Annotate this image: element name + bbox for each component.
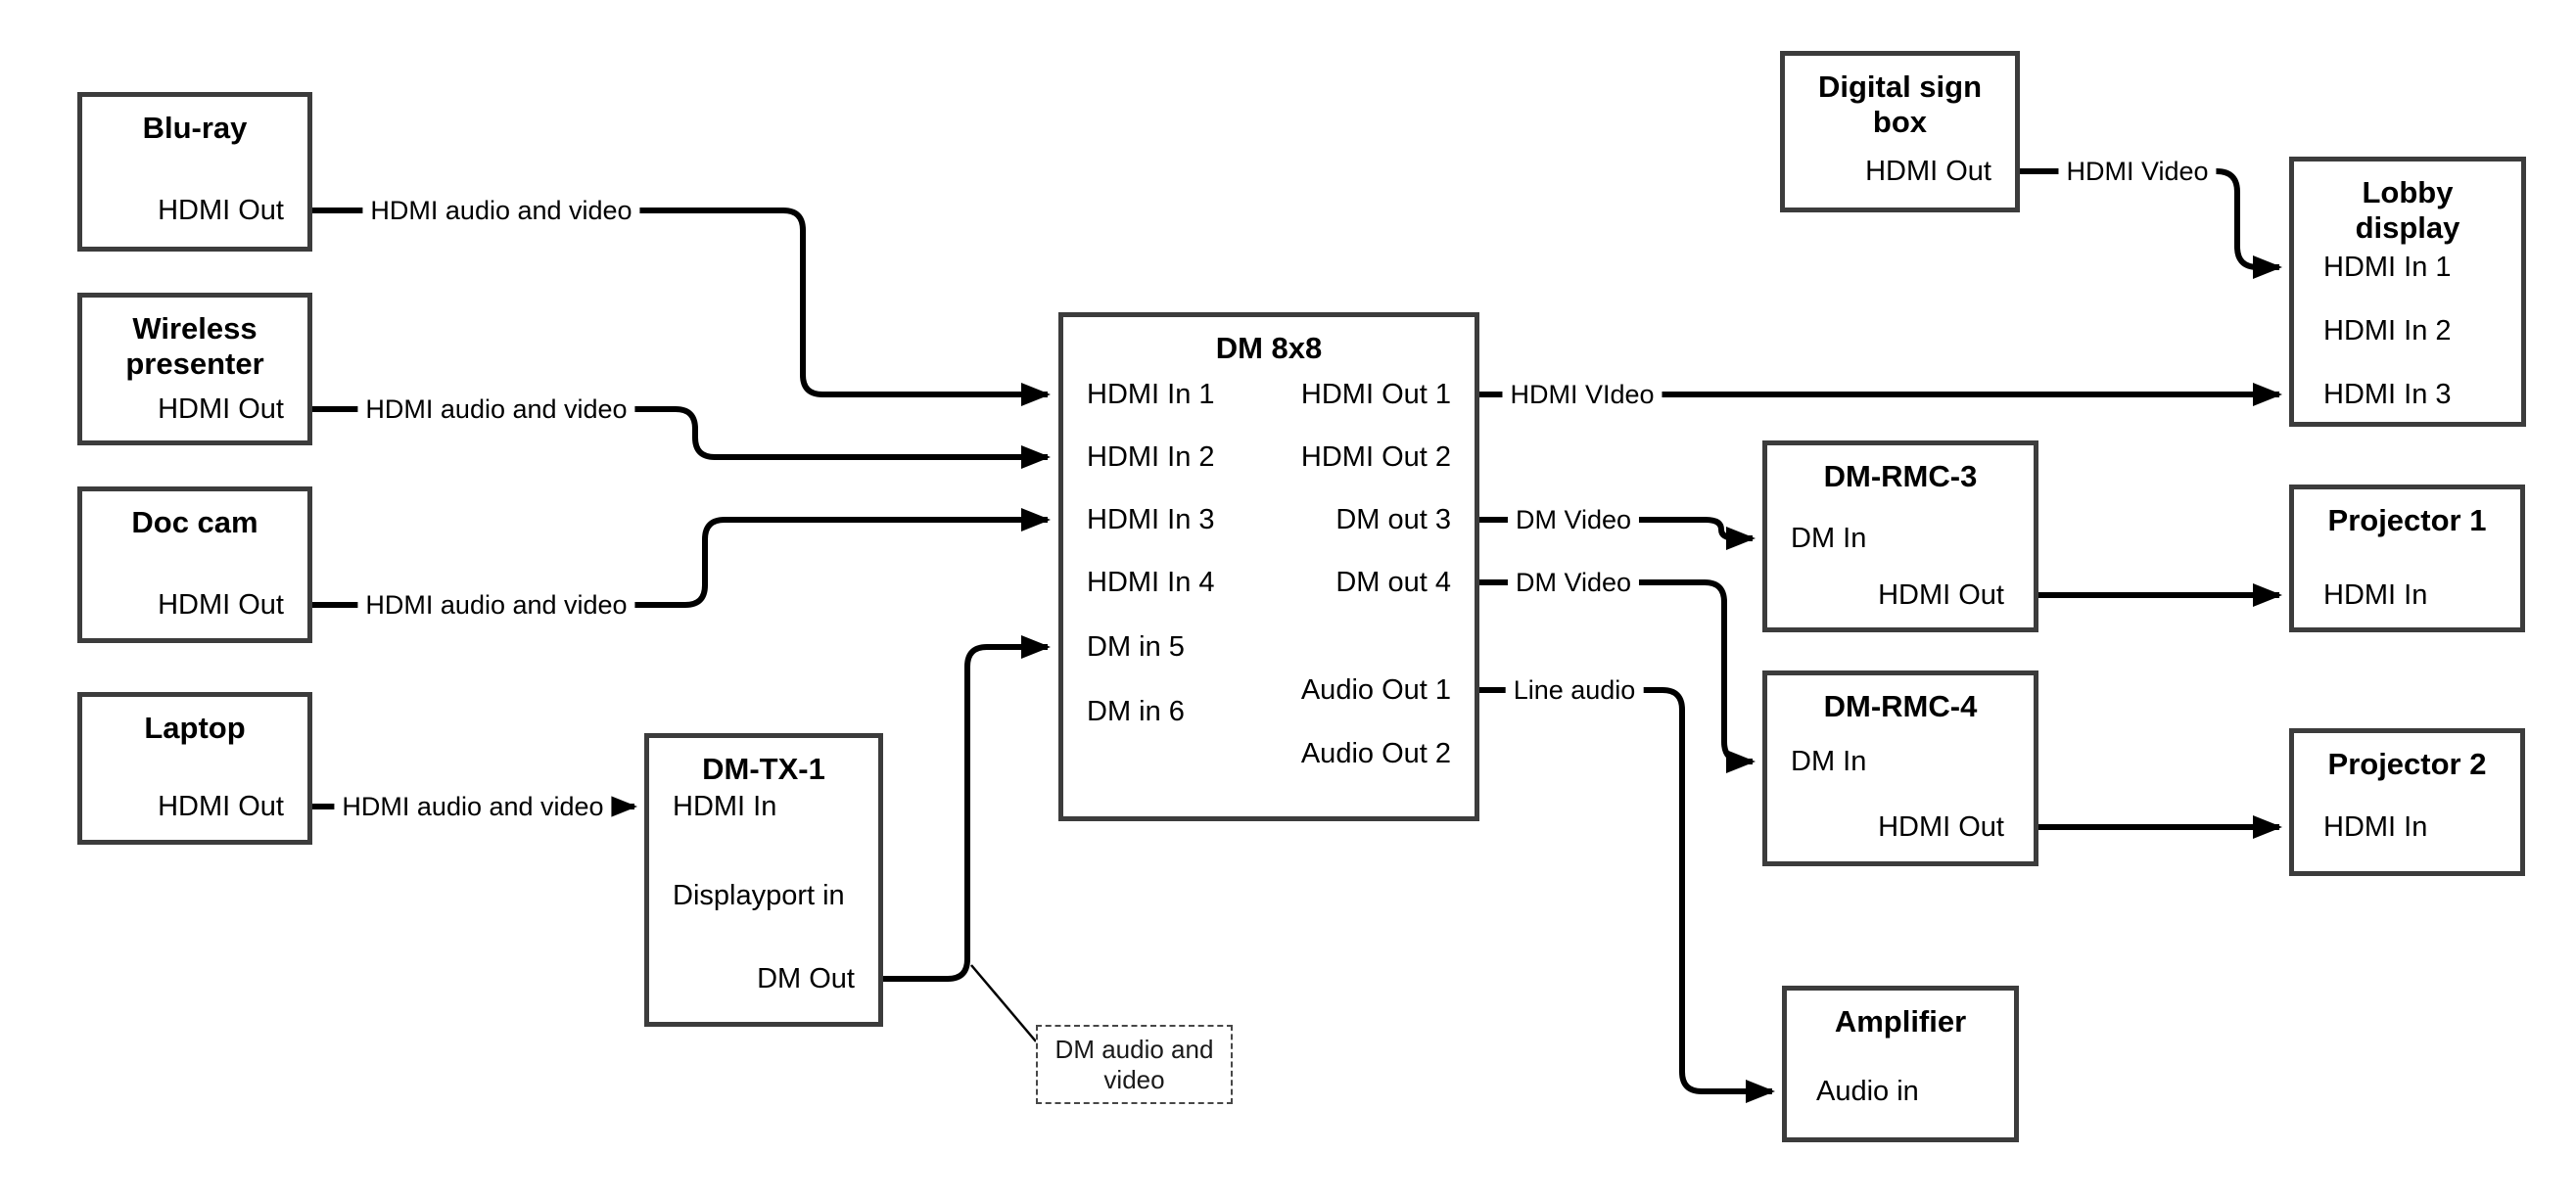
port-dm-in-6: DM in 6	[1087, 696, 1185, 727]
wire-label-hdmi-av-wireless: HDMI audio and video	[357, 393, 635, 425]
port-hdmi-in-2: HDMI In 2	[2323, 315, 2452, 346]
node-dm-tx-1: DM-TX-1 HDMI In Displayport in DM Out	[644, 733, 883, 1027]
port-hdmi-out-2: HDMI Out 2	[1300, 441, 1451, 473]
port-hdmi-in-3: HDMI In 3	[2323, 379, 2452, 410]
wire-doccam-to-dm8x8-in3	[312, 508, 1051, 608]
wire-dmtx1-to-dm8x8-in5	[883, 635, 1051, 982]
node-lobby-display: Lobby display HDMI In 1 HDMI In 2 HDMI I…	[2289, 157, 2526, 427]
port-hdmi-in-2: HDMI In 2	[1087, 441, 1215, 473]
wire-label-hdmi-av-bluray: HDMI audio and video	[362, 195, 640, 226]
wire-label-hdmi-video-sign: HDMI Video	[2058, 156, 2217, 187]
note-leader-line	[970, 964, 1037, 1042]
wire-dm8x8-out4-to-dmrmc4-dm-in	[1479, 579, 1756, 773]
node-dm-rmc-4: DM-RMC-4 DM In HDMI Out	[1762, 670, 2038, 866]
node-digital-sign-box: Digital sign box HDMI Out	[1780, 51, 2020, 212]
node-title: Lobby display	[2355, 175, 2460, 245]
port-hdmi-out: HDMI Out	[158, 589, 284, 621]
port-dm-out: DM Out	[757, 963, 855, 994]
node-projector-1: Projector 1 HDMI In	[2289, 485, 2525, 632]
wire-wireless-to-dm8x8-in2	[312, 406, 1051, 469]
node-title: Digital sign box	[1817, 69, 1983, 139]
node-title: DM 8x8	[1215, 331, 1323, 365]
node-amplifier: Amplifier Audio in	[1782, 986, 2019, 1142]
node-projector-2: Projector 2 HDMI In	[2289, 728, 2525, 876]
node-title: DM-TX-1	[702, 752, 825, 786]
port-hdmi-in-1: HDMI In 1	[1087, 379, 1215, 410]
node-wireless-presenter: Wireless presenter HDMI Out	[77, 293, 312, 445]
wire-label-hdmi-av-laptop: HDMI audio and video	[334, 791, 612, 822]
port-audio-out-2: Audio Out 2	[1300, 738, 1451, 769]
wire-digitalsign-to-lobby-in1	[2020, 168, 2282, 279]
node-title: Projector 2	[2327, 747, 2487, 781]
port-dm-in: DM In	[1791, 746, 1867, 777]
port-hdmi-out-1: HDMI Out 1	[1300, 379, 1451, 410]
note-dm-audio-and-video: DM audio and video	[1036, 1025, 1233, 1104]
node-dm-8x8: DM 8x8 HDMI In 1 HDMI In 2 HDMI In 3 HDM…	[1058, 312, 1479, 821]
wire-label-hdmi-av-doccam: HDMI audio and video	[357, 589, 635, 621]
node-bluray: Blu-ray HDMI Out	[77, 92, 312, 252]
port-hdmi-in-1: HDMI In 1	[2323, 252, 2452, 283]
port-dm-out-3: DM out 3	[1335, 504, 1451, 535]
node-title: Doc cam	[131, 505, 258, 539]
port-hdmi-in-3: HDMI In 3	[1087, 504, 1215, 535]
port-hdmi-in: HDMI In	[2323, 579, 2428, 611]
node-title: DM-RMC-4	[1823, 689, 1978, 723]
node-title: Blu-ray	[142, 111, 248, 145]
node-title: Projector 1	[2327, 503, 2487, 537]
wire-dm8x8-out3-to-dmrmc3-dm-in	[1479, 517, 1756, 550]
node-title: Wireless presenter	[125, 311, 264, 381]
port-hdmi-in: HDMI In	[673, 791, 777, 822]
port-audio-out-1: Audio Out 1	[1300, 674, 1451, 706]
wire-label-hdmi-video-out1: HDMI VIdeo	[1502, 379, 1663, 410]
port-dm-in: DM In	[1791, 523, 1867, 554]
port-hdmi-out: HDMI Out	[1865, 156, 1991, 187]
node-dm-rmc-3: DM-RMC-3 DM In HDMI Out	[1762, 440, 2038, 632]
port-dm-out-4: DM out 4	[1335, 567, 1451, 598]
port-dm-in-5: DM in 5	[1087, 631, 1185, 663]
node-title: Amplifier	[1834, 1004, 1967, 1039]
wire-bluray-to-dm8x8-in1	[312, 208, 1051, 406]
port-hdmi-out: HDMI Out	[1878, 811, 2004, 843]
port-audio-in: Audio in	[1816, 1076, 1919, 1107]
port-hdmi-out: HDMI Out	[158, 195, 284, 226]
port-hdmi-out: HDMI Out	[1878, 579, 2004, 611]
wire-label-dm-video-out3: DM Video	[1507, 504, 1640, 535]
node-laptop: Laptop HDMI Out	[77, 692, 312, 845]
wire-label-line-audio: Line audio	[1505, 674, 1644, 706]
wire-dm8x8-audio1-to-amplifier	[1479, 687, 1775, 1103]
wire-label-dm-video-out4: DM Video	[1507, 567, 1640, 598]
port-displayport-in: Displayport in	[673, 880, 845, 911]
port-hdmi-out: HDMI Out	[158, 791, 284, 822]
port-hdmi-in: HDMI In	[2323, 811, 2428, 843]
node-doc-cam: Doc cam HDMI Out	[77, 486, 312, 643]
node-title: DM-RMC-3	[1823, 459, 1978, 493]
port-hdmi-out: HDMI Out	[158, 393, 284, 425]
node-title: Laptop	[144, 711, 246, 745]
port-hdmi-in-4: HDMI In 4	[1087, 567, 1215, 598]
